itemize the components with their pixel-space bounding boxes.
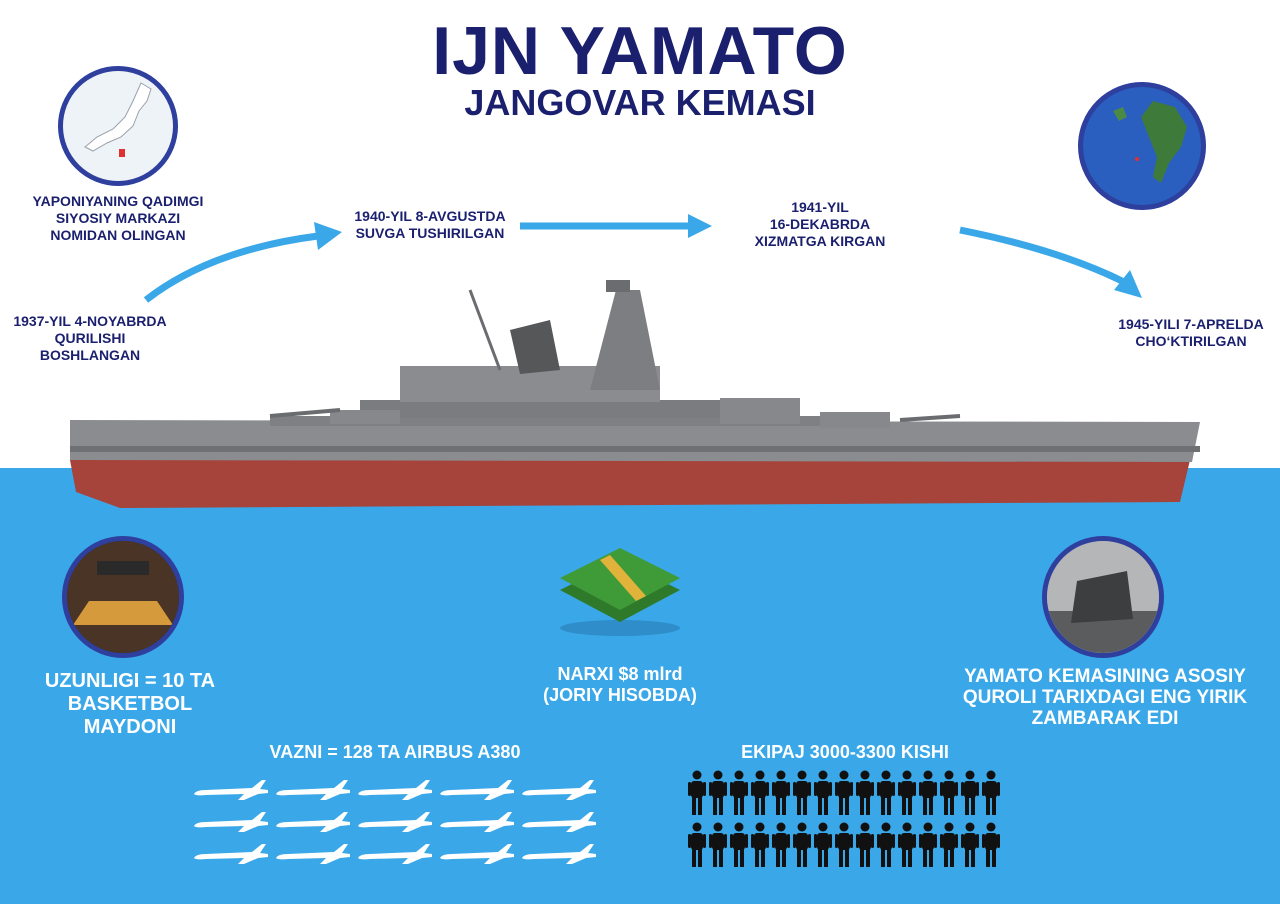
- label-name-origin: YAPONIYANING QADIMGI SIYOSIY MARKAZI NOM…: [32, 193, 204, 243]
- timeline-arrows: [143, 214, 1142, 303]
- airplane-icon: [274, 778, 352, 804]
- person-icon: [814, 822, 832, 868]
- airplane-icon: [438, 778, 516, 804]
- label-construction-start: 1937-YIL 4-NOYABRDA QURILISHI BOSHLANGAN: [13, 313, 167, 363]
- airplane-icon: [520, 842, 598, 868]
- person-icon: [919, 822, 937, 868]
- money-stack-icon: [560, 548, 680, 636]
- person-icon: [898, 770, 916, 816]
- ocean-map-image: [1078, 82, 1206, 210]
- label-sunk: 1945-YILI 7-APRELDA CHO‘KTIRILGAN: [1118, 316, 1264, 349]
- label-weight: VAZNI = 128 TA AIRBUS A380: [269, 742, 521, 762]
- person-icon: [688, 822, 706, 868]
- person-icon: [940, 822, 958, 868]
- person-icon: [982, 822, 1000, 868]
- airplane-icon: [356, 842, 434, 868]
- person-icon: [730, 822, 748, 868]
- person-icon: [709, 770, 727, 816]
- japan-map-image: [58, 66, 178, 186]
- person-icon: [877, 822, 895, 868]
- person-icon: [877, 770, 895, 816]
- person-icon: [793, 770, 811, 816]
- person-icon: [751, 770, 769, 816]
- person-icon: [793, 822, 811, 868]
- person-icon: [940, 770, 958, 816]
- airplane-icon: [356, 810, 434, 836]
- battleship-illustration: [70, 280, 1200, 508]
- airplane-grid: [192, 778, 602, 872]
- person-icon: [772, 770, 790, 816]
- sea-background: [0, 468, 1280, 904]
- person-icon: [814, 770, 832, 816]
- crew-grid: [688, 770, 1008, 870]
- page-title: IJN YAMATO: [432, 13, 848, 89]
- person-icon: [835, 822, 853, 868]
- airplane-icon: [438, 810, 516, 836]
- person-icon: [751, 822, 769, 868]
- label-launch: 1940-YIL 8-AVGUSTDA SUVGA TUSHIRILGAN: [354, 208, 506, 241]
- person-icon: [772, 822, 790, 868]
- label-price: NARXI $8 mlrd (JORIY HISOBDA): [543, 664, 697, 705]
- person-icon: [856, 822, 874, 868]
- label-length: UZUNLIGI = 10 TA BASKETBOL MAYDONI: [44, 670, 216, 738]
- person-icon: [961, 770, 979, 816]
- airplane-icon: [438, 842, 516, 868]
- person-icon: [919, 770, 937, 816]
- person-icon: [835, 770, 853, 816]
- airplane-icon: [192, 842, 270, 868]
- airplane-icon: [192, 778, 270, 804]
- historic-gun-photo: [1042, 536, 1164, 658]
- airplane-icon: [356, 778, 434, 804]
- person-icon: [982, 770, 1000, 816]
- person-icon: [898, 822, 916, 868]
- person-icon: [709, 822, 727, 868]
- airplane-icon: [520, 810, 598, 836]
- person-icon: [961, 822, 979, 868]
- airplane-icon: [274, 810, 352, 836]
- airplane-icon: [520, 778, 598, 804]
- airplane-icon: [274, 842, 352, 868]
- person-icon: [688, 770, 706, 816]
- person-icon: [730, 770, 748, 816]
- page-subtitle: JANGOVAR KEMASI: [464, 82, 816, 123]
- person-icon: [856, 770, 874, 816]
- label-main-gun: YAMATO KEMASINING ASOSIY QUROLI TARIXDAG…: [962, 666, 1248, 729]
- label-commission: 1941-YIL 16-DEKABRDA XIZMATGA KIRGAN: [754, 199, 886, 249]
- airplane-icon: [192, 810, 270, 836]
- basketball-arena-image: [62, 536, 184, 658]
- label-crew: EKIPAJ 3000-3300 KISHI: [741, 742, 949, 762]
